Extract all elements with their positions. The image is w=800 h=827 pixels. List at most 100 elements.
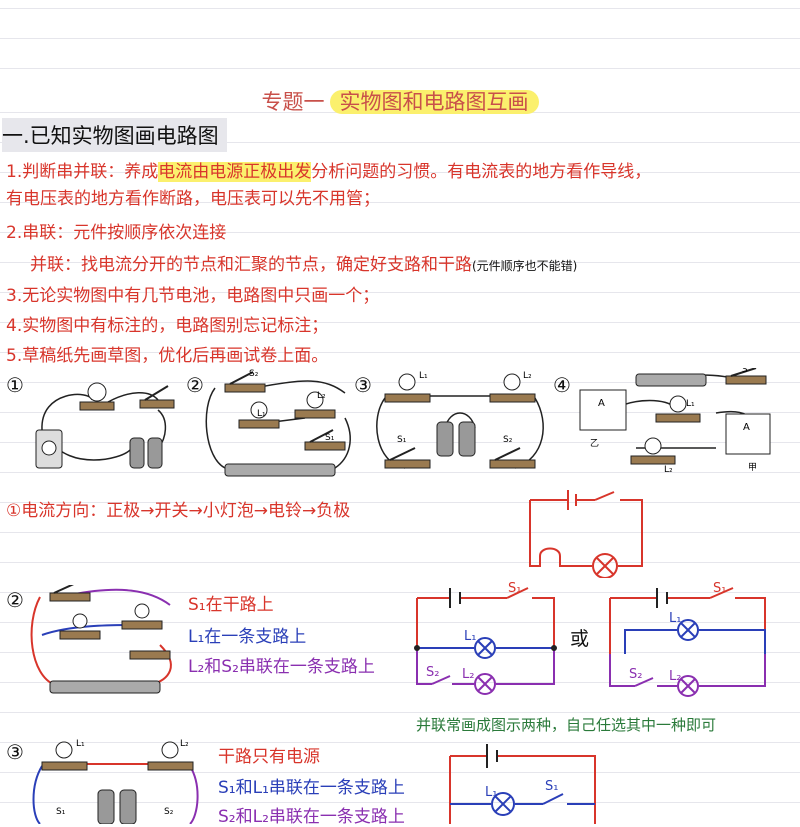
section-heading: 一.已知实物图画电路图 <box>2 118 227 152</box>
battery-pack-icon <box>49 680 161 694</box>
rule-5: 5.草稿纸先画草图，优化后再画试卷上面。 <box>6 346 329 366</box>
switch-s <box>730 368 757 377</box>
switch-s2 <box>494 447 521 461</box>
label-s1: S₁ <box>397 435 407 445</box>
answer-2-line-1: S₁在干路上 <box>188 595 274 615</box>
or-label: 或 <box>570 628 590 650</box>
ammeter-yi-icon <box>579 389 627 431</box>
ammeter-jia-icon <box>725 413 771 455</box>
label-l2: L₂ <box>317 391 326 401</box>
label-l1: L₁ <box>464 629 476 644</box>
label-s2: S₂ <box>503 435 513 445</box>
label-l2: L₂ <box>180 739 189 749</box>
figure-3-number: ③ <box>354 373 372 397</box>
label-l2: L₂ <box>523 371 532 381</box>
figure-1-physical-circuit <box>35 382 175 469</box>
label-s2: S₂ <box>629 667 642 682</box>
page-title: 专题一 实物图和电路图互画 <box>0 86 800 116</box>
answer-1-text: ①电流方向：正极→开关→小灯泡→电铃→负极 <box>6 501 351 521</box>
switch-s1 <box>309 429 334 443</box>
title-highlight: 实物图和电路图互画 <box>329 90 539 114</box>
bulb-l2-icon <box>306 391 324 409</box>
switch-lever <box>144 385 169 401</box>
figure-2-number: ② <box>186 373 204 397</box>
switch-s1 <box>389 447 416 461</box>
answer-2-line-2: L₁在一条支路上 <box>188 627 307 647</box>
rule-1-c: 分析问题的习惯。有电流表的地方看作导线， <box>311 162 652 182</box>
answer-3-line-1: 干路只有电源 <box>218 747 320 767</box>
rule-2-parallel-note: (元件顺序也不能错) <box>472 259 578 273</box>
answer-3-number: ③ <box>6 740 24 764</box>
bulb-l2-icon <box>503 373 521 391</box>
figure-4-physical-circuit: S A 乙 L₁ A 甲 L₂ <box>579 368 771 475</box>
battery-pack-icon <box>224 463 336 477</box>
label-l2: L₂ <box>462 667 474 682</box>
answer-3-annotated-physical: L₁ L₂ S₁ S₂ <box>32 739 199 824</box>
label-s1: S₁ <box>56 807 66 817</box>
label-yi: 乙 <box>590 438 599 449</box>
label-l2: L₂ <box>664 465 673 475</box>
bulb-l2-icon <box>134 603 150 619</box>
label-l1: L₁ <box>485 785 497 800</box>
battery-pack-icon <box>635 373 707 387</box>
rule-1-cont: 有电压表的地方看作断路，电压表可以先不用管； <box>6 189 380 209</box>
switch-s2 <box>53 585 75 594</box>
rule-1-a: 1.判断串并联：养成 <box>6 162 159 182</box>
label-l1: L₁ <box>669 611 681 626</box>
label-s2: S₂ <box>164 807 174 817</box>
bulb-l2-icon <box>644 437 662 455</box>
ammeter-label: A <box>743 422 750 433</box>
rule-3: 3.无论实物图中有几节电池，电路图中只画一个； <box>6 286 380 306</box>
label-s1: S₁ <box>325 433 335 443</box>
battery-icon <box>97 789 115 824</box>
answer-3-line-2: S₁和L₁串联在一条支路上 <box>218 778 405 798</box>
battery-icon <box>436 421 454 457</box>
label-s1: S₁ <box>508 582 521 596</box>
bulb-l1-icon <box>72 613 88 629</box>
answer-1-circuit-diagram <box>529 490 643 578</box>
answer-2-number: ② <box>6 588 24 612</box>
rule-4: 4.实物图中有标注的，电路图别忘记标注； <box>6 316 329 336</box>
bulb-icon <box>87 382 107 402</box>
rule-2-parallel-a: 并联：找电流分开的节点和汇聚的节点，确定好支路和干路 <box>30 255 472 275</box>
bulb-symbol <box>592 553 618 578</box>
bulb-l1-icon <box>669 395 687 413</box>
bulb-l2-icon <box>161 741 179 759</box>
answer-3-line-3: S₂和L₂串联在一条支路上 <box>218 807 405 827</box>
rule-2-parallel: 并联：找电流分开的节点和汇聚的节点，确定好支路和干路(元件顺序也不能错) <box>30 250 577 275</box>
answer-2-line-3: L₂和S₂串联在一条支路上 <box>188 657 375 677</box>
switch-base <box>139 399 175 409</box>
rule-1: 1.判断串并联：养成电流由电源正极出发分析问题的习惯。有电流表的地方看作导线， <box>6 157 651 182</box>
label-l1: L₁ <box>257 409 266 419</box>
label-s: S <box>742 368 748 375</box>
bulb-l1-icon <box>398 373 416 391</box>
battery-icon <box>147 437 163 469</box>
answer-2-annotated-physical <box>30 585 172 694</box>
ammeter-label: A <box>598 398 605 409</box>
battery-icon <box>458 421 476 457</box>
switch-s2 <box>229 371 254 385</box>
label-s1: S₁ <box>545 779 558 794</box>
figure-4-number: ④ <box>553 373 571 397</box>
label-s1: S₁ <box>713 582 726 596</box>
label-l1: L₁ <box>686 399 695 409</box>
bulb-l1-icon <box>250 401 268 419</box>
rule-1-b: 电流由电源正极出发 <box>158 162 312 182</box>
label-l2: L₂ <box>669 669 681 684</box>
bulb-l1-icon <box>55 741 73 759</box>
figure-2-physical-circuit: S₂ L₁ L₂ S₁ <box>205 369 351 477</box>
battery-icon <box>119 789 137 824</box>
label-jia: 甲 <box>748 462 757 473</box>
title-prefix: 专题一 <box>261 90 325 114</box>
answer-2-note: 并联常画成图示两种，自己任选其中一种即可 <box>416 716 717 734</box>
answer-2-circuit-diagram-b: S₁ L₁ S₂ L₂ <box>609 582 766 697</box>
bulb-base <box>79 401 115 411</box>
answer-2-circuit-diagram-a: S₁ L₁ S₂ L₂ <box>414 582 557 695</box>
label-l1: L₁ <box>419 371 428 381</box>
label-l1: L₁ <box>76 739 85 749</box>
answer-3-circuit-diagram: L₁ S₁ <box>449 744 596 824</box>
figure-3-physical-circuit: L₁ L₂ S₁ S₂ <box>376 371 544 469</box>
label-s2: S₂ <box>426 665 439 680</box>
figure-1-number: ① <box>6 373 24 397</box>
battery-icon <box>129 437 145 469</box>
